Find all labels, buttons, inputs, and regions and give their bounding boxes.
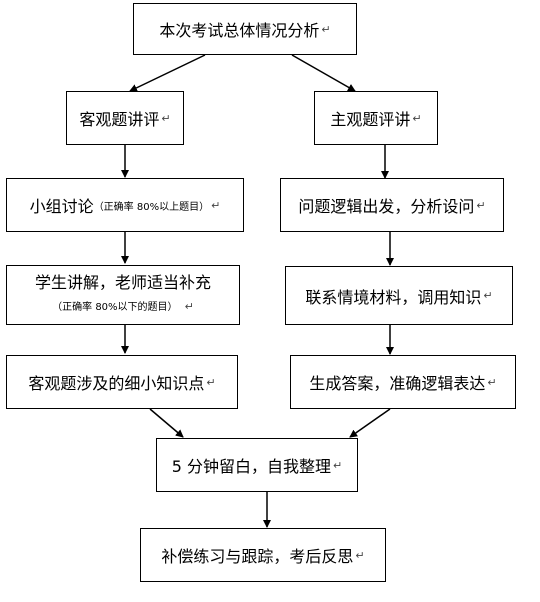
node-knowledge-points-label: 客观题涉及的细小知识点: [28, 374, 205, 393]
node-group-discussion: 小组讨论 （正确率 80%以上题目） ↵: [6, 178, 244, 232]
node-group-discussion-label: 小组讨论: [29, 197, 94, 216]
arrow-right-3-to-merge: [349, 408, 391, 438]
node-generate-answer: 生成答案，准确逻辑表达 ↵: [290, 355, 516, 409]
arrow-top-to-right: [291, 54, 356, 92]
paragraph-mark: ↵: [184, 299, 194, 313]
paragraph-mark: ↵: [206, 375, 216, 389]
node-logic-analysis-label: 问题逻辑出发，分析设问: [298, 197, 475, 216]
node-generate-answer-label: 生成答案，准确逻辑表达: [309, 374, 486, 393]
node-group-discussion-note: （正确率 80%以上题目）: [93, 201, 210, 213]
paragraph-mark: ↵: [211, 198, 221, 212]
node-knowledge-points: 客观题涉及的细小知识点 ↵: [6, 355, 238, 409]
node-objective-review: 客观题讲评 ↵: [66, 91, 184, 145]
node-overall-analysis: 本次考试总体情况分析 ↵: [133, 3, 357, 55]
paragraph-mark: ↵: [355, 548, 365, 562]
node-overall-analysis-label: 本次考试总体情况分析: [159, 21, 320, 40]
node-objective-review-label: 客观题讲评: [79, 110, 160, 129]
paragraph-mark: ↵: [333, 458, 343, 472]
node-student-explain: 学生讲解，老师适当补充 （正确率 80%以下的题目） ↵: [6, 265, 240, 325]
node-context-knowledge-label: 联系情境材料，调用知识: [305, 287, 482, 307]
node-self-organize-label: 5 分钟留白，自我整理: [171, 457, 332, 476]
node-student-explain-note-row: （正确率 80%以下的题目） ↵: [52, 294, 194, 319]
node-logic-analysis: 问题逻辑出发，分析设问 ↵: [280, 178, 504, 232]
node-context-knowledge: 联系情境材料，调用知识 ↵: [285, 266, 513, 325]
node-student-explain-main-row: 学生讲解，老师适当补充: [35, 272, 211, 294]
node-self-organize: 5 分钟留白，自我整理 ↵: [156, 438, 358, 492]
node-subjective-review: 主观题评讲 ↵: [314, 91, 438, 145]
paragraph-mark: ↵: [483, 289, 493, 302]
node-subjective-review-label: 主观题评讲: [330, 110, 411, 129]
node-student-explain-label: 学生讲解，老师适当补充: [34, 272, 211, 292]
paragraph-mark: ↵: [487, 375, 497, 389]
node-student-explain-note: （正确率 80%以下的题目）: [52, 301, 178, 313]
node-compensation-practice: 补偿练习与跟踪，考后反思 ↵: [140, 528, 386, 582]
paragraph-mark: ↵: [412, 111, 422, 125]
paragraph-mark: ↵: [161, 111, 171, 125]
arrow-top-to-left: [129, 54, 206, 92]
paragraph-mark: ↵: [321, 22, 331, 36]
arrow-left-3-to-merge: [149, 408, 184, 438]
paragraph-mark: ↵: [476, 198, 486, 212]
node-compensation-practice-label: 补偿练习与跟踪，考后反思: [161, 547, 354, 566]
